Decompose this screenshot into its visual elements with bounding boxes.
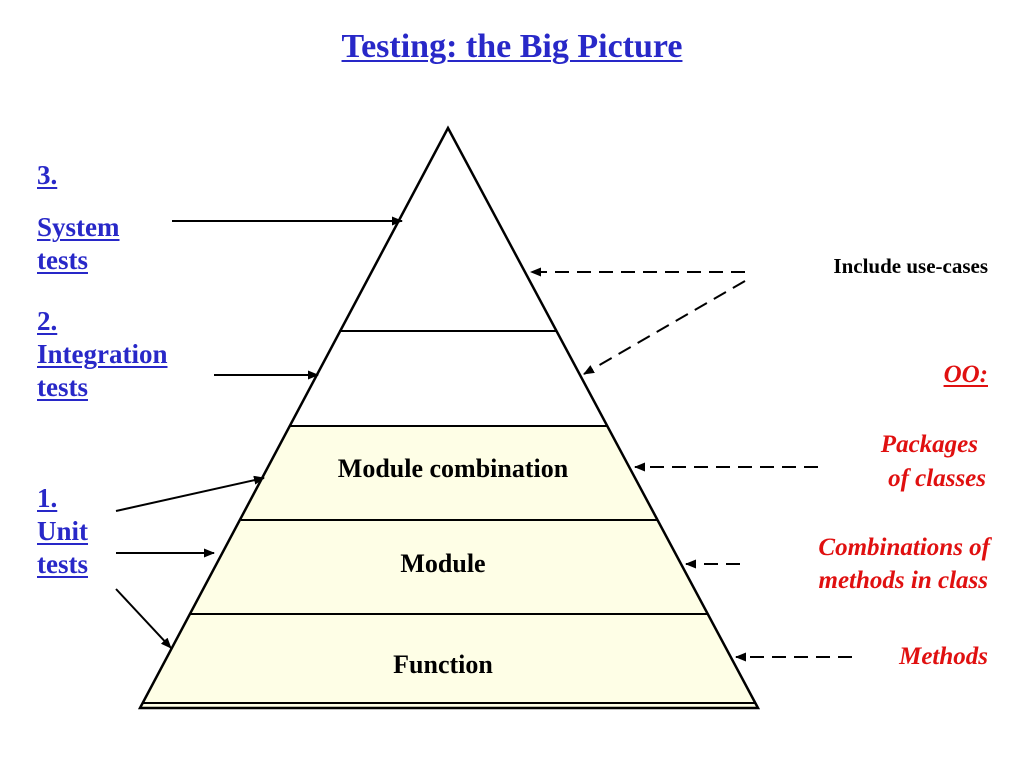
use-cases-arrow-lower [583,280,746,375]
integration-tests-number: 2. [37,306,58,336]
system-tests-line1: System [37,212,120,242]
integration-tests-line2: tests [37,372,88,402]
integration-tests-line1: Integration [37,339,168,369]
slide-title: Testing: the Big Picture [341,28,683,65]
pyramid-outline [137,125,761,710]
unit-tests-line1: Unit [37,516,89,546]
pyramid-shaded-area [140,426,758,708]
combinations-label-line1: Combinations of [818,534,990,561]
methods-label: Methods [899,643,988,670]
unit-tests-number: 1. [37,483,58,513]
system-tests-line2: tests [37,245,88,275]
unit-tests-arrow-module-combination [115,475,265,512]
system-tests-number: 3. [37,160,58,190]
combinations-label-line2: methods in class [818,567,988,594]
level-function: Function [393,650,493,679]
unit-tests-line2: tests [37,549,88,579]
oo-label: OO: [943,361,988,388]
include-use-cases-label: Include use-cases [833,254,988,278]
level-module: Module [400,549,486,578]
level-module-combination: Module combination [337,454,569,483]
packages-label-line2: of classes [888,465,986,492]
packages-label-line1: Packages [880,431,978,458]
unit-tests-arrow-function [115,588,172,649]
